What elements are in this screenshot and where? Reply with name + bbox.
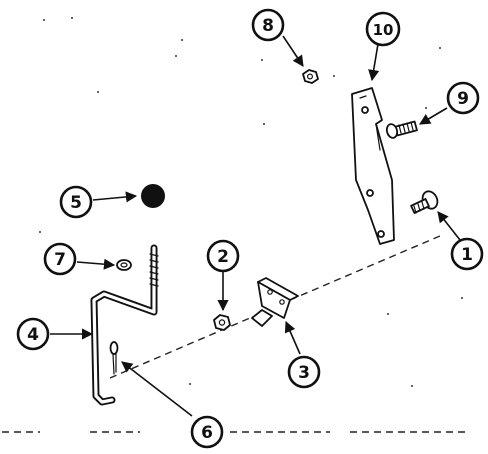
part-6-cotter-pin: [109, 341, 119, 375]
callout-1: 1: [450, 237, 484, 271]
callout-4: 4: [16, 317, 50, 351]
part-8-nut: [302, 69, 319, 84]
part-10-bracket: [351, 87, 395, 245]
part-5-knob: [141, 184, 165, 208]
part-2-nut: [213, 314, 231, 331]
svg-text:9: 9: [457, 89, 469, 109]
svg-text:2: 2: [217, 247, 229, 267]
scan-noise: [39, 17, 463, 387]
svg-text:3: 3: [298, 363, 310, 383]
svg-text:8: 8: [262, 16, 274, 36]
callout-7: 7: [43, 242, 77, 276]
part-9-bolt: [385, 120, 418, 139]
leader-lines: [50, 35, 461, 417]
callout-10: 10: [365, 11, 401, 47]
svg-text:7: 7: [54, 250, 66, 270]
part-3-plate: [251, 277, 299, 327]
svg-text:1: 1: [461, 245, 473, 265]
part-1-screw: [410, 190, 439, 214]
part-7-washer: [116, 259, 132, 271]
callout-6: 6: [190, 415, 224, 449]
callout-8: 8: [251, 8, 285, 42]
part-4-rod: [90, 244, 159, 406]
svg-text:6: 6: [201, 423, 213, 443]
callout-5: 5: [59, 185, 93, 219]
callout-9: 9: [446, 81, 480, 115]
svg-text:5: 5: [70, 193, 82, 213]
callout-2: 2: [206, 239, 240, 273]
svg-text:10: 10: [373, 21, 394, 39]
callout-3: 3: [287, 355, 321, 389]
svg-text:4: 4: [27, 325, 39, 345]
